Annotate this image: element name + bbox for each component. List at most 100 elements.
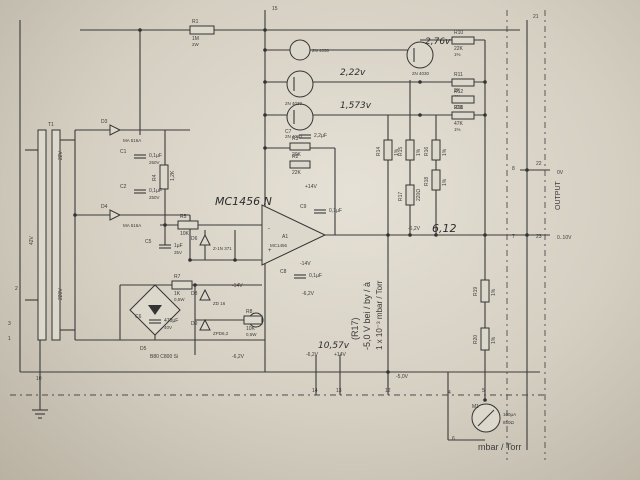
c7-value-label: 2,2µF [314,133,327,139]
r17-note: (R17) [350,317,360,340]
c1-name-label: C1 [120,149,127,155]
r20-name-label: R20 [473,335,479,344]
junction-dot [138,28,142,32]
r11-name-label: R11 [454,72,463,78]
resistor-r13 [451,111,475,120]
d6-name-label: D6 [191,236,198,242]
r4-name-label: R4 [152,174,158,181]
c2-name-label: C2 [120,184,127,190]
terminal-t21-number: 21 [533,14,539,20]
voltage-note-612: 6,12 [432,222,457,235]
d5-value-label: B80 C800 Si [150,354,178,360]
m1-scale-label: mbar / Torr [478,442,521,452]
diode-d3 [109,124,122,136]
terminal-t6-number: 6 [452,436,455,442]
r8-value-label: 10K [246,326,256,332]
diode-d8 [199,288,211,301]
junction-dot [263,28,267,32]
junction-dot [233,258,237,262]
junction-dot [386,370,390,374]
d8-name-label: D8 [191,291,198,297]
r1-name-label: R1 [192,19,199,25]
resistor-r3 [289,142,311,151]
d4-value-label: MA 516A [123,223,141,228]
terminal-t13-number: 13 [336,388,342,394]
junction-dot [483,113,487,117]
c1-volt-label: 250V [149,160,160,165]
r2-value-label: 22K [292,170,302,176]
voltage-note-1057: 10,57v [318,341,350,351]
transistor-q4 [289,39,311,61]
d8-value-label: ZD 16 [213,301,226,306]
rail-n6a-label: -6,2V [232,354,245,360]
terminal-t5-number: 5 [482,388,485,394]
rail-n6b-label: -6,2V [408,226,421,232]
r12-name-label: R12 [454,89,463,95]
diode-d9 [199,318,211,331]
c6-name-label: C6 [135,314,142,320]
r10-tol-label: 1% [454,52,461,57]
svg-text:+: + [268,248,272,254]
c5-name-label: C5 [145,239,152,245]
c9-value-label: 0,1µF [329,208,342,214]
r4-value-label: 1,2K [170,170,176,181]
junction-dot [263,113,267,117]
r8-name-label: R8 [246,309,253,315]
junction-dot [525,168,529,172]
opamp-a1: - + [261,204,327,266]
resistor-r2 [289,160,311,169]
junction-dot [483,80,487,84]
junction-dot [73,213,77,217]
c9-name-label: C9 [300,204,307,210]
transistor-q3 [286,103,314,131]
m1-line1-label: 100µA [503,412,516,417]
resistor-r19 [480,279,490,303]
c6-volt-label: 40V [164,325,172,330]
r14-name-label: R14 [376,147,382,156]
junction-dot [408,233,412,237]
r8-tol-label: 0,5W [246,332,257,337]
d4-name-label: D4 [101,204,108,210]
r16-value-label: 1% [442,148,448,156]
t1-name-label: T1 [48,122,54,128]
junction-dots [73,28,529,402]
r7-name-label: R7 [174,274,181,280]
c2-volt-label: 250V [149,195,160,200]
junction-dot [483,233,487,237]
transformer-t1 [25,129,75,341]
junction-dot [263,146,267,150]
capacitors: C10,1µF250VC20,1µF250VC51µF35VC6470µF40V… [120,129,342,330]
terminal-t22-number: 22 [536,161,542,167]
bridge-rectifier-d5 [129,284,181,336]
r13-value-label: 47K [454,121,464,127]
terminal-t12-number: 12 [385,388,391,394]
c2-value-label: 0,1µF [149,188,162,194]
d3-name-label: D3 [101,119,108,125]
r15-value-label: 1% [416,148,422,156]
d9-value-label: ZPD6,2 [213,331,229,336]
rail-n62-label: -6,2V [306,352,319,358]
c8-name-label: C8 [280,269,287,275]
resistor-r11 [451,78,475,87]
resistor-r14 [383,139,393,161]
transistor-q2 [286,70,314,98]
output-label: OUTPUT [555,181,562,211]
resistor-r4 [159,164,169,190]
rail-n6c-label: -6,2V [302,291,315,297]
c5-volt-label: 35V [174,250,182,255]
q2-part-label: 2N 4030 [285,101,303,106]
svg-text:-: - [268,226,270,232]
opamp-name-label: A1 [282,234,288,240]
ground-symbol [32,312,264,419]
rail-n14b-label: -14V [300,261,311,267]
r16-name-label: R16 [424,147,430,156]
junction-dot [188,258,192,262]
c1-value-label: 0,1µF [149,153,162,159]
voltage-note-276: 2,76v [425,37,451,47]
r5-value-label: 10K [180,231,190,237]
r13-name-label: R13 [454,105,463,111]
terminal-t4-number: 4 [448,390,451,396]
r19-value-label: 1% [491,288,497,296]
